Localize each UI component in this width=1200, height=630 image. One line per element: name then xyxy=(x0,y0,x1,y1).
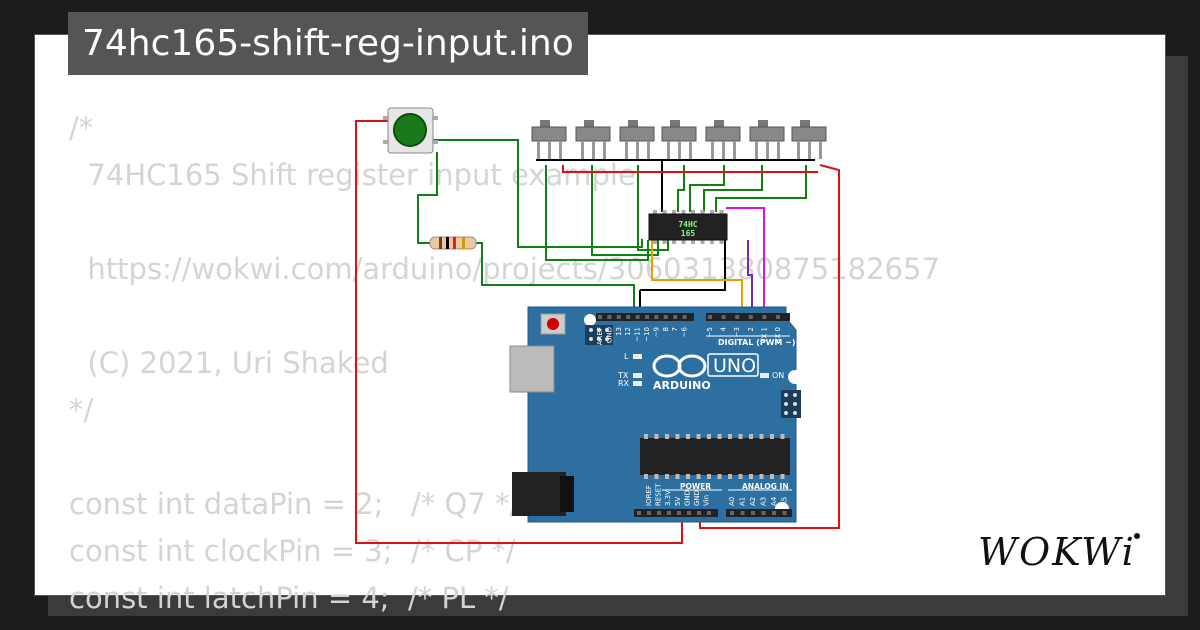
digital-pin-label: ~3 xyxy=(733,327,741,337)
slide-switch[interactable] xyxy=(575,120,611,159)
digital-pin-label: 7 xyxy=(671,327,679,331)
code-preview: /* 74HC165 Shift register input example … xyxy=(69,105,940,622)
wire-black-arduino xyxy=(640,240,726,291)
analog-pin-label: A3 xyxy=(760,497,768,506)
code-line: (C) 2021, Uri Shaked xyxy=(69,346,389,380)
digital-pin-label: ~10 xyxy=(643,327,651,342)
power-pin-label: IOREF xyxy=(645,485,653,506)
wokwi-logo[interactable]: WOKWi xyxy=(976,528,1150,574)
icsp2-header xyxy=(781,390,801,418)
wire-red-switches xyxy=(562,165,818,173)
code-line: 74HC165 Shift register input example xyxy=(69,158,636,192)
resistor[interactable] xyxy=(429,236,477,250)
code-line: const int latchPin = 4; /* PL */ xyxy=(69,581,509,615)
status-leds: L TX RX ON xyxy=(617,352,784,388)
atmega-chip xyxy=(640,434,790,479)
digital-header-right xyxy=(706,313,790,321)
push-button[interactable] xyxy=(383,107,438,154)
wire-green-sw2 xyxy=(591,165,659,256)
wire-red-power xyxy=(355,120,683,544)
digital-pin-label: ~6 xyxy=(681,326,689,337)
reset-button[interactable] xyxy=(540,313,566,335)
power-header xyxy=(634,509,718,517)
mount-hole xyxy=(584,314,596,326)
slide-switch[interactable] xyxy=(619,120,655,159)
led-label-on: ON xyxy=(772,371,784,380)
led-label-tx: TX xyxy=(617,371,629,380)
wire-green-sw6 xyxy=(703,165,763,212)
wire-red-vcc xyxy=(699,164,840,529)
wire-green-sw5 xyxy=(689,165,725,212)
slide-switches[interactable] xyxy=(531,120,827,159)
wire-green-sw1 xyxy=(545,165,649,261)
project-title[interactable]: 74hc165-shift-reg-input.ino xyxy=(68,12,588,75)
power-pin-label: 3.3V xyxy=(664,490,672,506)
led-label-l: L xyxy=(624,352,629,361)
digital-pin-label: ~11 xyxy=(634,327,642,342)
wire-green-sw7 xyxy=(715,165,807,212)
arduino-logo: ARDUINO UNO xyxy=(652,353,759,392)
slide-switch[interactable] xyxy=(791,120,827,159)
digital-pin-label: GND xyxy=(605,327,613,343)
code-line: https://wokwi.com/arduino/projects/30603… xyxy=(69,252,940,286)
digital-header-label: DIGITAL (PWM ~) xyxy=(718,338,796,347)
wire-green-res-left xyxy=(417,152,438,244)
digital-pin-label: RX 0 xyxy=(774,327,782,343)
wire-orange xyxy=(651,240,743,314)
digital-pin-label: 12 xyxy=(624,327,632,336)
arduino-model: UNO xyxy=(713,355,756,377)
analog-pin-label: A4 xyxy=(770,496,778,506)
led-label-rx: RX xyxy=(618,379,630,388)
wire-green-button xyxy=(432,139,643,248)
arduino-brand: ARDUINO xyxy=(653,379,711,392)
power-pin-label: GND xyxy=(683,490,691,506)
analog-header-label: ANALOG IN xyxy=(742,482,789,491)
usb-port xyxy=(509,345,555,393)
slide-switch[interactable] xyxy=(661,120,697,159)
code-line: const int dataPin = 2; /* Q7 */ xyxy=(69,487,520,521)
icsp-header xyxy=(585,325,613,345)
chip-label-line1: 74HC xyxy=(678,220,697,229)
shift-register-chip[interactable]: 74HC 165 xyxy=(648,210,728,244)
wire-magenta xyxy=(726,207,765,314)
chip-label-line2: 165 xyxy=(681,229,696,238)
digital-pin-label: 4 xyxy=(720,326,728,331)
analog-pin-label: A1 xyxy=(739,497,747,506)
wire-green-resistor xyxy=(476,242,635,314)
analog-pin-label: A0 xyxy=(728,497,736,506)
digital-pin-label: ~9 xyxy=(652,327,660,337)
power-pin-label: RESET xyxy=(655,483,663,506)
code-line: /* xyxy=(69,111,94,145)
code-line: const int clockPin = 3; /* CP */ xyxy=(69,534,516,568)
slide-switch[interactable] xyxy=(531,120,567,159)
mount-hole xyxy=(788,370,802,384)
code-line: */ xyxy=(69,393,94,427)
digital-pin-label: TX 1 xyxy=(760,327,768,344)
analog-pin-label: A2 xyxy=(749,497,757,506)
digital-pin-label: ~5 xyxy=(706,327,714,337)
analog-header xyxy=(726,509,792,517)
power-pin-label: 5V xyxy=(674,497,682,506)
digital-pin-label: 13 xyxy=(615,327,623,336)
digital-pin-label: AREF xyxy=(596,327,604,345)
power-pin-label: GND xyxy=(693,490,701,506)
power-pin-label: Vin xyxy=(703,495,711,506)
digital-pin-label: 8 xyxy=(662,327,670,331)
wire-green-sw4 xyxy=(677,165,685,212)
analog-pin-label: A5 xyxy=(781,497,789,506)
digital-pin-label: 2 xyxy=(747,327,755,331)
power-jack xyxy=(512,472,574,516)
wokwi-logo-text: WOKWi xyxy=(978,530,1136,574)
wires xyxy=(355,120,840,544)
slide-switch[interactable] xyxy=(705,120,741,159)
wire-purple xyxy=(747,240,753,314)
power-header-label: POWER xyxy=(680,482,711,491)
slide-switch[interactable] xyxy=(749,120,785,159)
